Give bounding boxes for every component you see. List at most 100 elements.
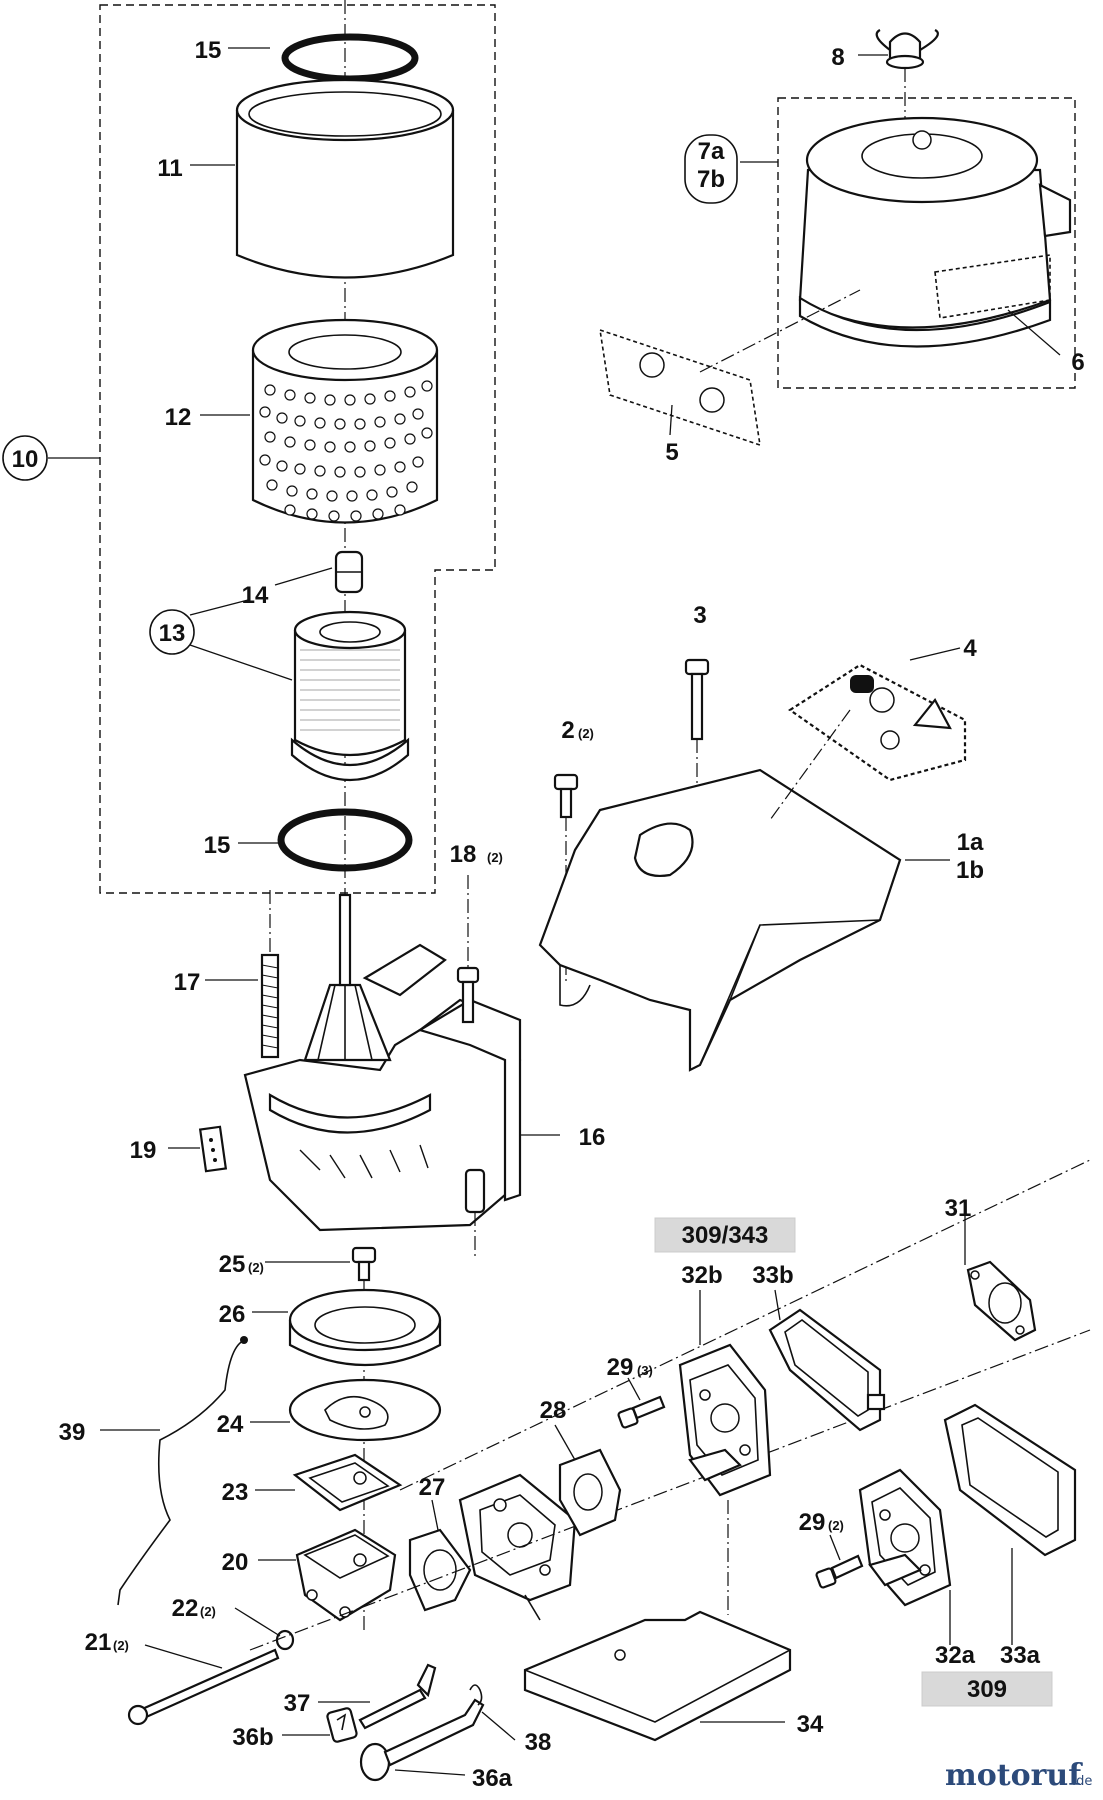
label-21: 21 — [85, 1629, 112, 1656]
label-36a: 36a — [472, 1765, 513, 1792]
carburetor — [458, 1473, 577, 1621]
label-15-top: 15 — [195, 37, 222, 64]
label-32b: 32b — [681, 1262, 722, 1289]
leader-14 — [274, 567, 333, 586]
label-5: 5 — [665, 439, 678, 466]
intake-adapter — [295, 1528, 397, 1622]
gasket-31 — [966, 1260, 1037, 1342]
leader-27 — [431, 1499, 439, 1531]
label-29-lower-qty: (2) — [828, 1518, 844, 1533]
callout-circle-10 — [2, 435, 48, 481]
leader-4 — [909, 647, 961, 661]
main-air-filter — [251, 318, 439, 524]
label-34: 34 — [797, 1711, 824, 1738]
wing-nut — [875, 29, 939, 70]
label-39: 39 — [59, 1419, 86, 1446]
label-10: 10 — [12, 446, 39, 473]
label-28: 28 — [540, 1397, 567, 1424]
flange-32b — [678, 1343, 772, 1497]
plate-24 — [288, 1378, 442, 1442]
intake-axis-upper — [399, 1159, 1091, 1491]
gasket-23 — [292, 1453, 403, 1512]
label-14: 14 — [242, 582, 269, 609]
filter-base-housing — [243, 893, 522, 1232]
label-8: 8 — [831, 44, 844, 71]
leader-5 — [669, 404, 673, 436]
group-309 — [921, 1671, 1053, 1707]
screw-18 — [456, 966, 480, 1024]
label-7a: 7a — [698, 138, 725, 165]
callout-circle-13 — [149, 609, 195, 655]
label-33b: 33b — [752, 1262, 793, 1289]
group-label-309: 309 — [967, 1676, 1007, 1703]
label-22: 22 — [172, 1595, 199, 1622]
plate-19 — [198, 1125, 228, 1173]
label-16: 16 — [579, 1124, 606, 1151]
label-22-qty: (2) — [200, 1604, 216, 1619]
label-2-qty: (2) — [578, 726, 594, 741]
lever-36a — [359, 1698, 485, 1782]
label-3: 3 — [693, 602, 706, 629]
label-37: 37 — [284, 1690, 311, 1717]
warning-decal — [788, 663, 967, 782]
assembly-10-outline — [99, 4, 496, 894]
filter-sleeve-small — [334, 550, 364, 594]
gasket-28 — [558, 1448, 622, 1537]
screw-25 — [351, 1246, 377, 1282]
leader-28 — [554, 1424, 576, 1461]
label-15-bottom: 15 — [204, 832, 231, 859]
label-20: 20 — [222, 1549, 249, 1576]
leader-29a — [627, 1377, 641, 1401]
group-label-309-343: 309/343 — [682, 1222, 769, 1249]
label-29-lower: 29 — [799, 1509, 826, 1536]
label-18-qty: (2) — [487, 850, 503, 865]
watermark-logo: motoruf .de — [945, 1758, 1092, 1793]
label-29-upper-qty: (3) — [637, 1363, 653, 1378]
filter-cover — [798, 116, 1072, 348]
watermark-tld: .de — [1072, 1774, 1092, 1789]
label-11: 11 — [157, 155, 182, 182]
leader-29b — [829, 1534, 841, 1561]
threaded-stud — [260, 953, 280, 1059]
watermark-text: motoruf — [945, 1758, 1083, 1793]
label-29-upper: 29 — [607, 1354, 634, 1381]
label-2: 2 — [561, 717, 574, 744]
o-ring-bottom — [277, 808, 413, 872]
intake-axis-lower — [249, 1329, 1091, 1651]
leader-6 — [1007, 309, 1061, 356]
screw-2 — [553, 773, 579, 819]
gasket-33a — [943, 1403, 1077, 1557]
knob-36b — [326, 1707, 358, 1743]
leader-33b — [774, 1289, 781, 1321]
label-17: 17 — [174, 969, 201, 996]
label-26: 26 — [219, 1301, 246, 1328]
label-18: 18 — [450, 841, 477, 868]
label-13: 13 — [159, 620, 186, 647]
fine-filter — [290, 610, 410, 782]
assembly-7-outline — [777, 97, 1076, 389]
callout-circle-7 — [684, 134, 738, 204]
rubber-ring — [288, 1288, 442, 1366]
screw-29-upper — [617, 1395, 666, 1429]
gasket-27 — [408, 1528, 472, 1612]
label-1a: 1a — [957, 829, 984, 856]
lever-37 — [358, 1663, 437, 1730]
label-25-qty: (2) — [248, 1260, 264, 1275]
top-cover — [538, 768, 902, 1072]
label-36b: 36b — [232, 1724, 273, 1751]
washer-22 — [275, 1629, 295, 1651]
label-12: 12 — [165, 404, 192, 431]
leader-13a — [189, 599, 249, 616]
label-31: 31 — [945, 1195, 972, 1222]
bolt-3 — [684, 658, 710, 741]
clip-38 — [469, 1684, 483, 1706]
leader-22 — [234, 1607, 281, 1637]
group-309-343 — [654, 1217, 796, 1253]
throttle-wire — [117, 1336, 248, 1606]
gasket-33b — [768, 1308, 886, 1432]
leader-21 — [144, 1644, 223, 1669]
flange-32a — [858, 1468, 952, 1607]
o-ring-top — [281, 33, 419, 83]
sheet-axis — [699, 289, 861, 373]
label-32a: 32a — [935, 1642, 976, 1669]
